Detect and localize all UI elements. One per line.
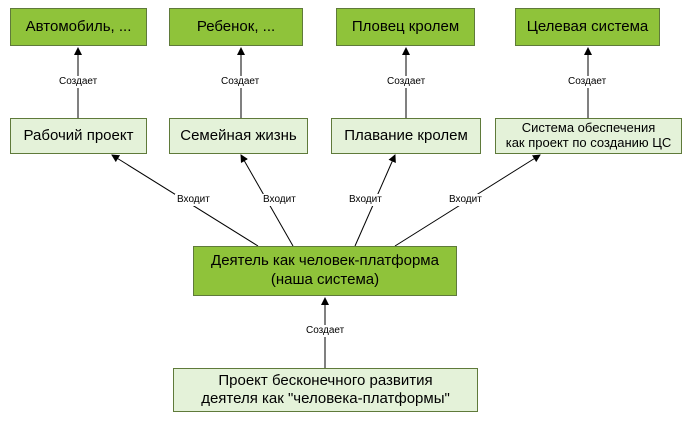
node-swimmer: Пловец кролем [336, 8, 475, 46]
node-target-system: Целевая система [515, 8, 660, 46]
edge-label-includes-1: Входит [175, 194, 212, 206]
node-platform: Деятель как человек-платформа (наша сист… [193, 246, 457, 296]
node-crawl-swimming: Плавание кролем [331, 118, 481, 154]
node-family-life: Семейная жизнь [169, 118, 308, 154]
edge-label-creates-3: Создает [385, 76, 428, 88]
node-car: Автомобиль, ... [10, 8, 147, 46]
node-support-system: Система обеспечения как проект по создан… [495, 118, 682, 154]
edge-label-creates-4: Создает [566, 76, 609, 88]
edge-label-includes-4: Входит [447, 194, 484, 206]
edge-label-creates-2: Создает [219, 76, 262, 88]
edge-label-creates-1: Создает [57, 76, 100, 88]
node-work-project: Рабочий проект [10, 118, 147, 154]
edge-label-includes-2: Входит [261, 194, 298, 206]
node-infinite-project: Проект бесконечного развития деятеля как… [173, 368, 478, 412]
node-child: Ребенок, ... [169, 8, 303, 46]
edge-label-creates-5: Создает [304, 325, 347, 337]
edge-label-includes-3: Входит [347, 194, 384, 206]
